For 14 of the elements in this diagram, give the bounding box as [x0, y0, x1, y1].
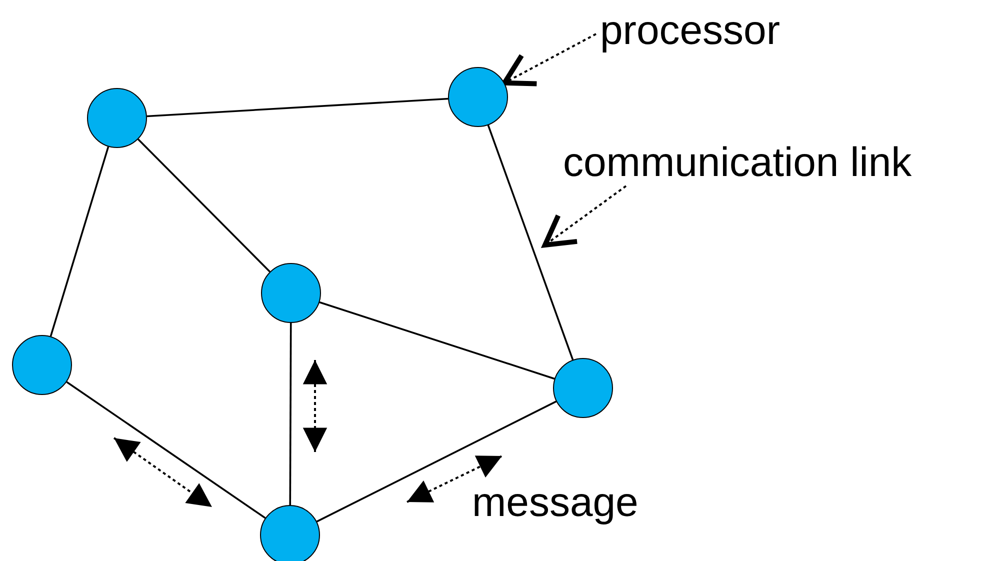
link-line — [138, 138, 270, 272]
link-line — [50, 146, 110, 337]
link-line — [66, 381, 266, 519]
message-label: message — [472, 482, 638, 523]
callout-text: processor — [600, 10, 780, 51]
leader-line — [542, 185, 627, 248]
link-line — [487, 124, 574, 360]
link-line — [289, 323, 292, 505]
callout-text: communication link — [563, 142, 912, 183]
link-line — [316, 400, 557, 522]
link-line — [146, 98, 448, 118]
processor-circle — [260, 505, 320, 561]
link-line — [319, 301, 555, 380]
leader-line — [502, 33, 596, 86]
